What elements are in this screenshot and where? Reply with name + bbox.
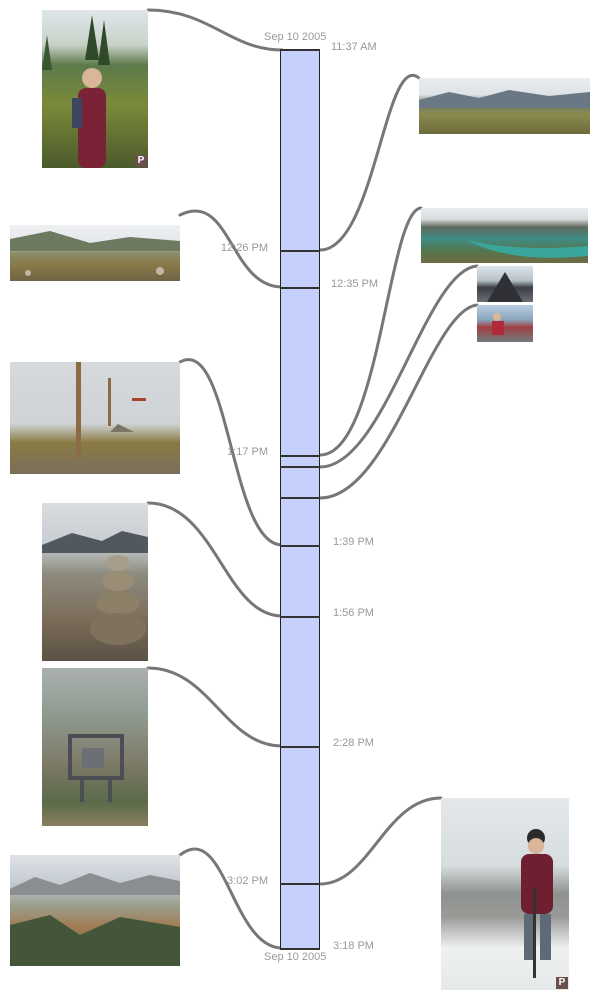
photo-illustration — [487, 272, 523, 302]
photo-thumbnail-hiker-portrait[interactable]: P — [42, 10, 148, 168]
photo-thumbnail-turquoise-lake[interactable] — [421, 208, 588, 263]
time-marker-label: 3:02 PM — [227, 875, 268, 887]
photo-illustration — [10, 231, 180, 276]
connector-photo-11 — [318, 796, 443, 886]
photo-thumbnail-meadow-panorama[interactable] — [419, 78, 590, 134]
photo-illustration — [76, 362, 146, 458]
photo-illustration — [419, 90, 590, 108]
time-marker-label: 1:17 PM — [227, 446, 268, 458]
connector-photo-4 — [318, 206, 423, 457]
connector-photo-1 — [146, 8, 284, 52]
photo-thumbnail-hiker-snow[interactable]: P — [441, 798, 569, 990]
time-marker-label: 12:26 PM — [220, 242, 268, 254]
p-badge-icon: P — [135, 155, 147, 167]
photo-thumbnail-rocky-peak[interactable] — [477, 266, 533, 302]
photo-thumbnail-signpost-plateau[interactable] — [10, 362, 180, 474]
timeline-tick — [280, 466, 320, 468]
time-marker-label: 2:28 PM — [333, 737, 374, 749]
connector-photo-6 — [318, 303, 479, 500]
timeline-tick-start — [280, 49, 320, 51]
photo-thumbnail-rock-cairn[interactable] — [42, 503, 148, 661]
photo-thumbnail-alpine-meadow[interactable] — [10, 225, 180, 281]
connector-photo-2 — [318, 73, 421, 252]
timeline-tick — [280, 455, 320, 457]
connector-photo-7 — [178, 358, 284, 547]
photo-illustration — [10, 873, 180, 966]
photo-thumbnail-hiker-sitting[interactable] — [477, 305, 533, 342]
photo-illustration — [68, 734, 124, 802]
p-badge-icon: P — [556, 977, 568, 989]
connector-photo-9 — [146, 666, 284, 748]
timeline-tick — [280, 616, 320, 618]
timeline-tick — [280, 746, 320, 748]
end-time-label: 3:18 PM — [333, 940, 374, 952]
photo-thumbnail-mountain-valley[interactable] — [10, 855, 180, 966]
end-date-label: Sep 10 2005 — [264, 951, 327, 963]
photo-illustration — [42, 531, 148, 645]
connector-photo-10 — [178, 847, 284, 950]
time-marker-label: 1:39 PM — [333, 536, 374, 548]
timeline-tick — [280, 497, 320, 499]
timeline-tick — [280, 883, 320, 885]
timeline-tick — [280, 545, 320, 547]
timeline-tick — [280, 287, 320, 289]
photo-illustration — [466, 240, 588, 258]
connector-photo-5 — [318, 264, 479, 469]
connector-photo-3 — [178, 209, 284, 289]
timeline-tick — [280, 250, 320, 252]
connector-photo-8 — [146, 501, 284, 618]
photo-illustration — [521, 829, 553, 978]
timeline-tick-end — [280, 948, 320, 950]
time-marker-label: 1:56 PM — [333, 607, 374, 619]
start-time-label: 11:37 AM — [331, 41, 377, 53]
photo-illustration — [42, 15, 110, 168]
timeline-bar[interactable] — [280, 50, 320, 950]
photo-illustration — [492, 313, 504, 335]
time-marker-label: 12:35 PM — [331, 278, 379, 290]
start-date-label: Sep 10 2005 — [264, 31, 327, 43]
photo-thumbnail-ski-lift-station[interactable] — [42, 668, 148, 826]
